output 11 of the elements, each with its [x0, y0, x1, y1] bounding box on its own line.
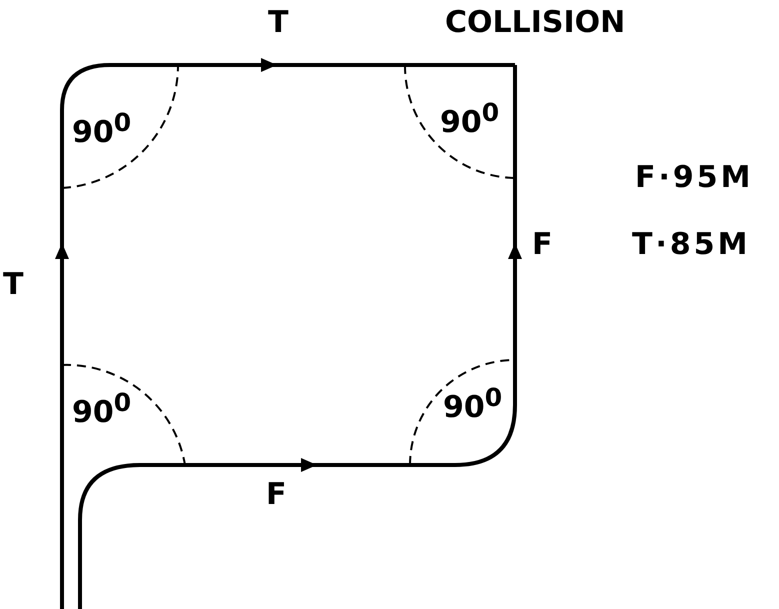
angle-label: 90$^{0}$	[72, 390, 132, 428]
angle-label: 90$^{0}$	[72, 110, 132, 148]
distance-label: F·95M	[635, 163, 754, 193]
track-label: F	[532, 230, 552, 260]
collision-label: COLLISION	[445, 8, 626, 38]
track-label: T	[3, 270, 24, 300]
track-label: F	[266, 480, 286, 510]
distance-label: T·85M	[632, 230, 750, 260]
angle-label: 90$^{0}$	[443, 385, 502, 423]
track-label: T	[268, 8, 288, 38]
angle-label: 90$^{0}$	[440, 100, 500, 138]
